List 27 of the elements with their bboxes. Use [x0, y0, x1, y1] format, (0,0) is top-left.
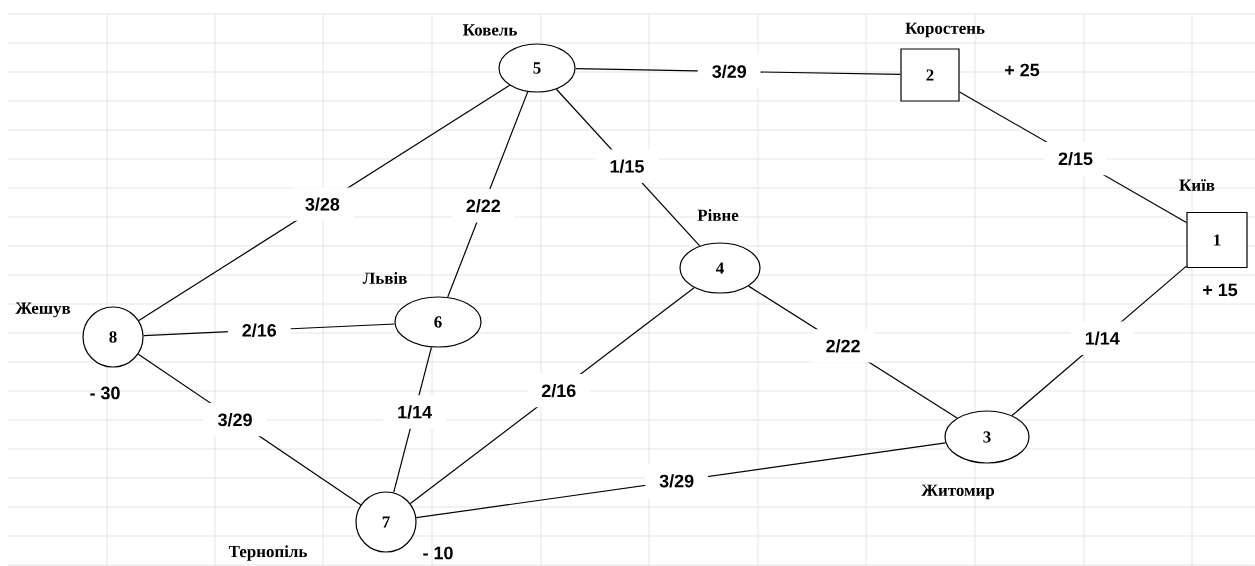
edge-label: 2/16 — [527, 373, 591, 408]
edge-label: 2/22 — [811, 329, 875, 363]
edge-label: 1/14 — [1070, 321, 1134, 355]
edge-label: 1/14 — [383, 395, 447, 429]
city-name: Жешув — [15, 302, 71, 318]
node-square: 2 — [900, 48, 960, 102]
city-name: Київ — [1179, 179, 1215, 191]
supply-value: - 10 — [423, 546, 453, 560]
edge-label: 1/15 — [595, 149, 659, 183]
supply-value: + 15 — [1203, 283, 1238, 297]
supply-value: + 25 — [1005, 63, 1040, 77]
city-name: Рівне — [697, 209, 739, 221]
city-name: Житомир — [921, 484, 995, 500]
edge-label: 3/29 — [203, 403, 267, 437]
node-square: 1 — [1186, 211, 1248, 269]
edge-label: 3/28 — [290, 187, 354, 221]
edge-label: 2/16 — [227, 313, 291, 347]
city-name: Ковель — [463, 24, 517, 36]
edge-label: 3/29 — [645, 464, 709, 498]
edge-label: 3/29 — [697, 54, 761, 89]
city-name: Тернопіль — [228, 545, 307, 561]
edge-label: 2/22 — [451, 189, 515, 223]
node-label: 7 — [382, 516, 390, 528]
edge-label: 2/15 — [1044, 141, 1107, 176]
city-name: Коростень — [905, 22, 985, 38]
city-name: Львів — [362, 272, 407, 284]
supply-value: - 30 — [90, 386, 120, 400]
